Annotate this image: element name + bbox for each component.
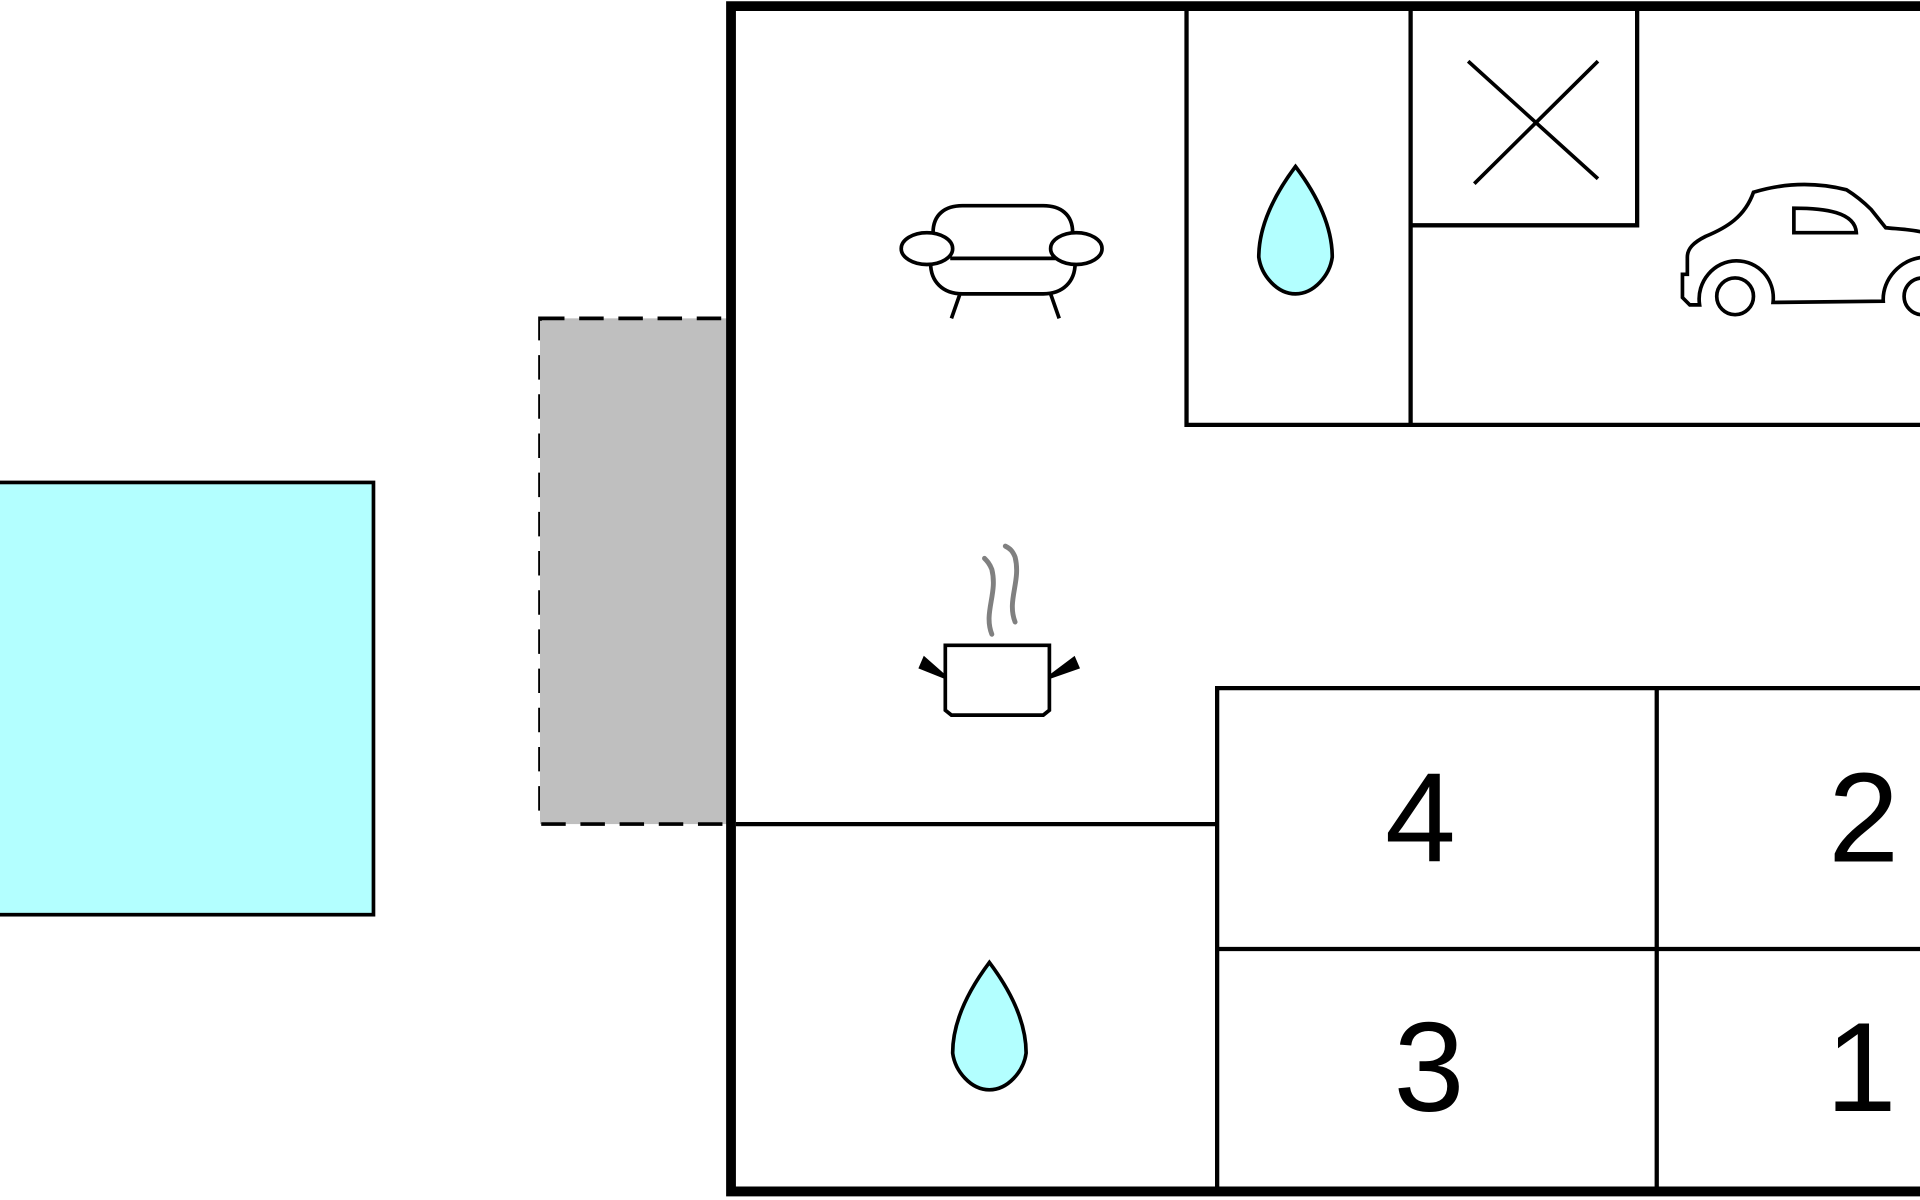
- pool: [0, 480, 376, 917]
- outer-walls: [726, 1, 1920, 1197]
- room-number-4: 4: [1385, 746, 1456, 888]
- cooking-pot-icon: [918, 543, 1081, 717]
- inner-walls: [735, 6, 1920, 1192]
- sofa-icon: [899, 203, 1104, 319]
- room-number-1: 1: [1826, 996, 1897, 1138]
- car-icon: [1680, 182, 1920, 317]
- cross-icon: [1466, 59, 1600, 185]
- water-drop-icon: [950, 959, 1028, 1092]
- room-number-2: 2: [1828, 746, 1899, 888]
- water-drop-icon: [1256, 163, 1335, 296]
- room-number-3: 3: [1394, 996, 1465, 1138]
